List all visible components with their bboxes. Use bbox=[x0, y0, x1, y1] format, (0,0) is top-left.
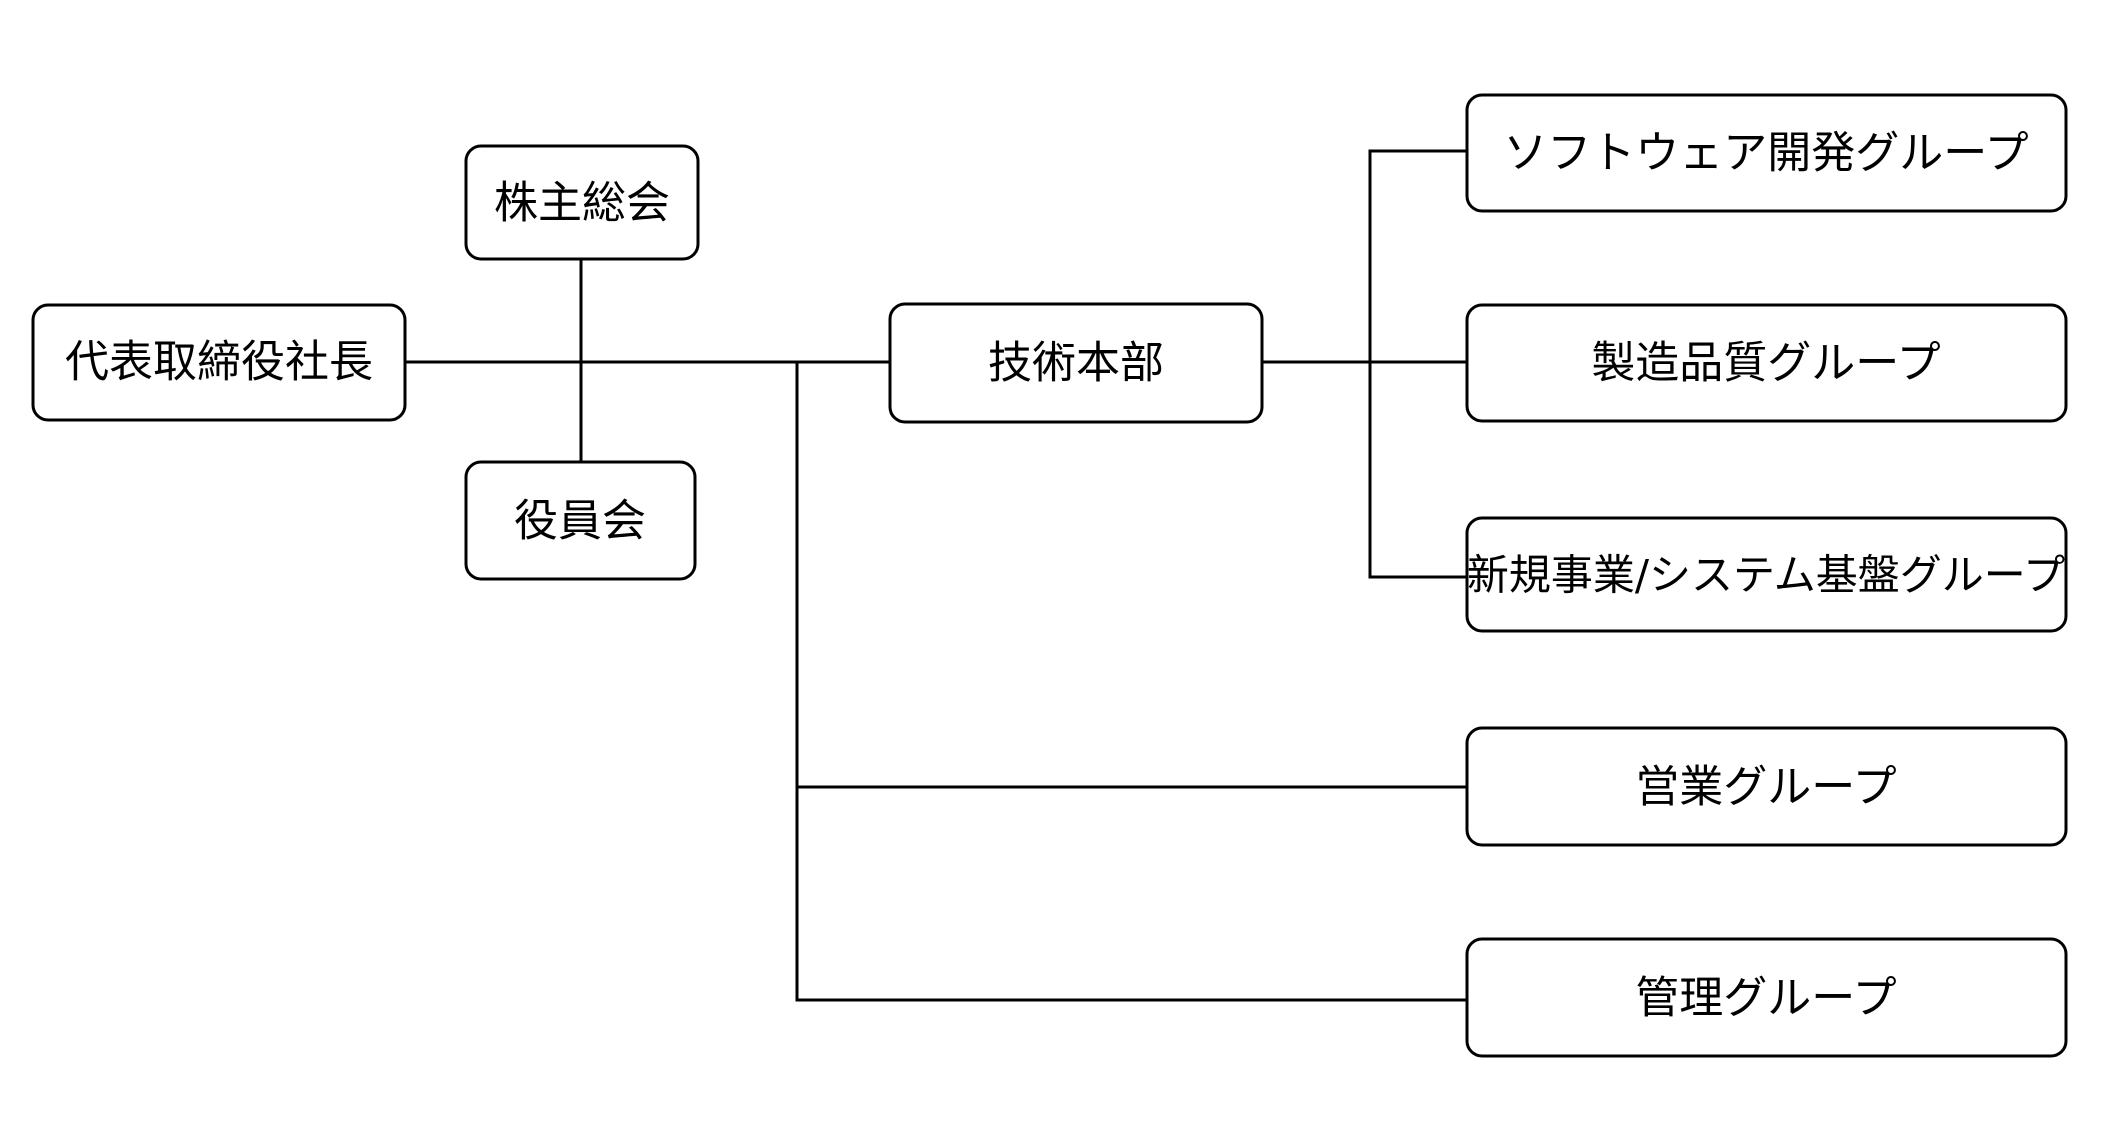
node-shareholders-meeting: 株主総会 bbox=[464, 144, 700, 261]
node-sales-group-box bbox=[1465, 726, 2068, 847]
node-manufacturing-quality-group: 製造品質グループ bbox=[1465, 303, 2068, 423]
node-board-box bbox=[464, 460, 697, 581]
node-software-group-box bbox=[1465, 93, 2068, 213]
node-engineering-division: 技術本部 bbox=[888, 302, 1264, 424]
node-sales-group-label: 営業グループ bbox=[1635, 762, 1896, 813]
node-engineering-division-label: 技術本部 bbox=[988, 338, 1164, 389]
connector-lines bbox=[403, 149, 1470, 1002]
node-board: 役員会 bbox=[464, 460, 697, 581]
node-new-business-group-box bbox=[1465, 516, 2068, 633]
node-new-business-group-label: 新規事業/システム基盤グループ bbox=[1467, 551, 2065, 600]
node-president: 代表取締役社長 bbox=[31, 303, 407, 422]
node-president-box bbox=[31, 303, 407, 422]
node-new-business-group: 新規事業/システム基盤グループ bbox=[1465, 516, 2068, 633]
node-engineering-division-box bbox=[888, 302, 1264, 424]
node-manufacturing-quality-group-box bbox=[1465, 303, 2068, 423]
node-shareholders-meeting-box bbox=[464, 144, 700, 261]
node-administration-group: 管理グループ bbox=[1465, 937, 2068, 1058]
node-shareholders-meeting-label: 株主総会 bbox=[494, 178, 670, 229]
node-board-label: 役員会 bbox=[514, 496, 646, 547]
node-manufacturing-quality-group-label: 製造品質グループ bbox=[1591, 338, 1940, 389]
node-software-group-label: ソフトウェア開発グループ bbox=[1503, 128, 2028, 179]
node-president-label: 代表取締役社長 bbox=[65, 337, 373, 388]
node-software-group: ソフトウェア開発グループ bbox=[1465, 93, 2068, 213]
node-sales-group: 営業グループ bbox=[1465, 726, 2068, 847]
node-administration-group-label: 管理グループ bbox=[1635, 973, 1896, 1024]
node-administration-group-box bbox=[1465, 937, 2068, 1058]
